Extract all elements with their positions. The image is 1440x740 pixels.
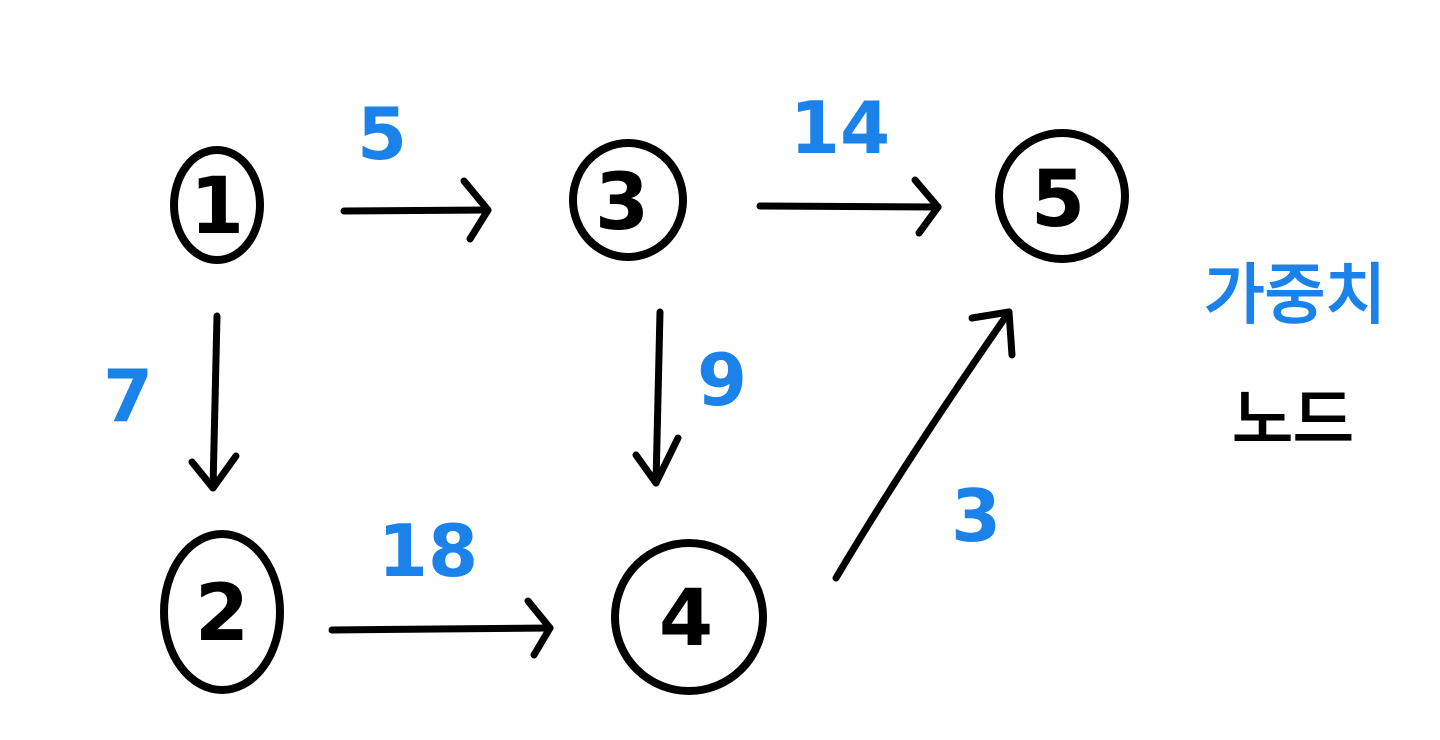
edge-3-4-weight: 9 (697, 338, 747, 422)
edge-1-to-3: 5 (340, 92, 492, 243)
node-5-circle (995, 129, 1129, 263)
edge-4-to-5: 3 (832, 308, 1016, 582)
edge-1-2-arrow (209, 312, 221, 492)
edge-3-4-arrow (652, 308, 664, 487)
node-2-label: 2 (195, 569, 249, 659)
node-2-circle (160, 530, 284, 694)
node-4-circle (611, 539, 767, 695)
edge-2-to-4: 18 (328, 509, 554, 659)
edge-4-5-arrowhead (968, 308, 1016, 359)
node-3: 3 (569, 139, 687, 261)
edge-1-2-weight: 7 (103, 354, 153, 438)
edge-3-to-5: 14 (756, 86, 942, 237)
edge-1-2-arrowhead (188, 452, 240, 492)
edge-4-5-weight: 3 (951, 474, 1001, 558)
edge-2-4-arrowhead (524, 597, 554, 659)
edge-1-3-arrowhead (460, 177, 492, 243)
node-1-label: 1 (190, 162, 244, 252)
edge-3-to-4: 9 (632, 308, 747, 487)
edge-3-5-arrow (756, 202, 942, 211)
edge-3-5-arrowhead (911, 176, 942, 237)
edge-1-3-weight: 5 (357, 92, 407, 176)
edge-1-to-2: 7 (103, 312, 240, 492)
edge-3-5-weight: 14 (790, 86, 890, 170)
node-3-label: 3 (595, 158, 649, 248)
edge-3-4-arrowhead (632, 434, 682, 487)
node-1-circle (170, 146, 264, 264)
edge-2-4-arrow (328, 624, 554, 634)
node-1: 1 (170, 146, 264, 264)
node-4-label: 4 (659, 574, 713, 664)
edge-2-4-weight: 18 (378, 509, 478, 593)
edge-4-5-arrow (832, 308, 1013, 582)
legend-node-label: 노드 (1232, 382, 1353, 459)
node-4: 4 (611, 539, 767, 695)
node-3-circle (569, 139, 687, 261)
node-5-label: 5 (1031, 155, 1085, 245)
legend-weight-label: 가중치 (1204, 257, 1386, 334)
node-2: 2 (160, 530, 284, 694)
node-5: 5 (995, 129, 1129, 263)
edge-1-3-arrow (340, 206, 492, 215)
